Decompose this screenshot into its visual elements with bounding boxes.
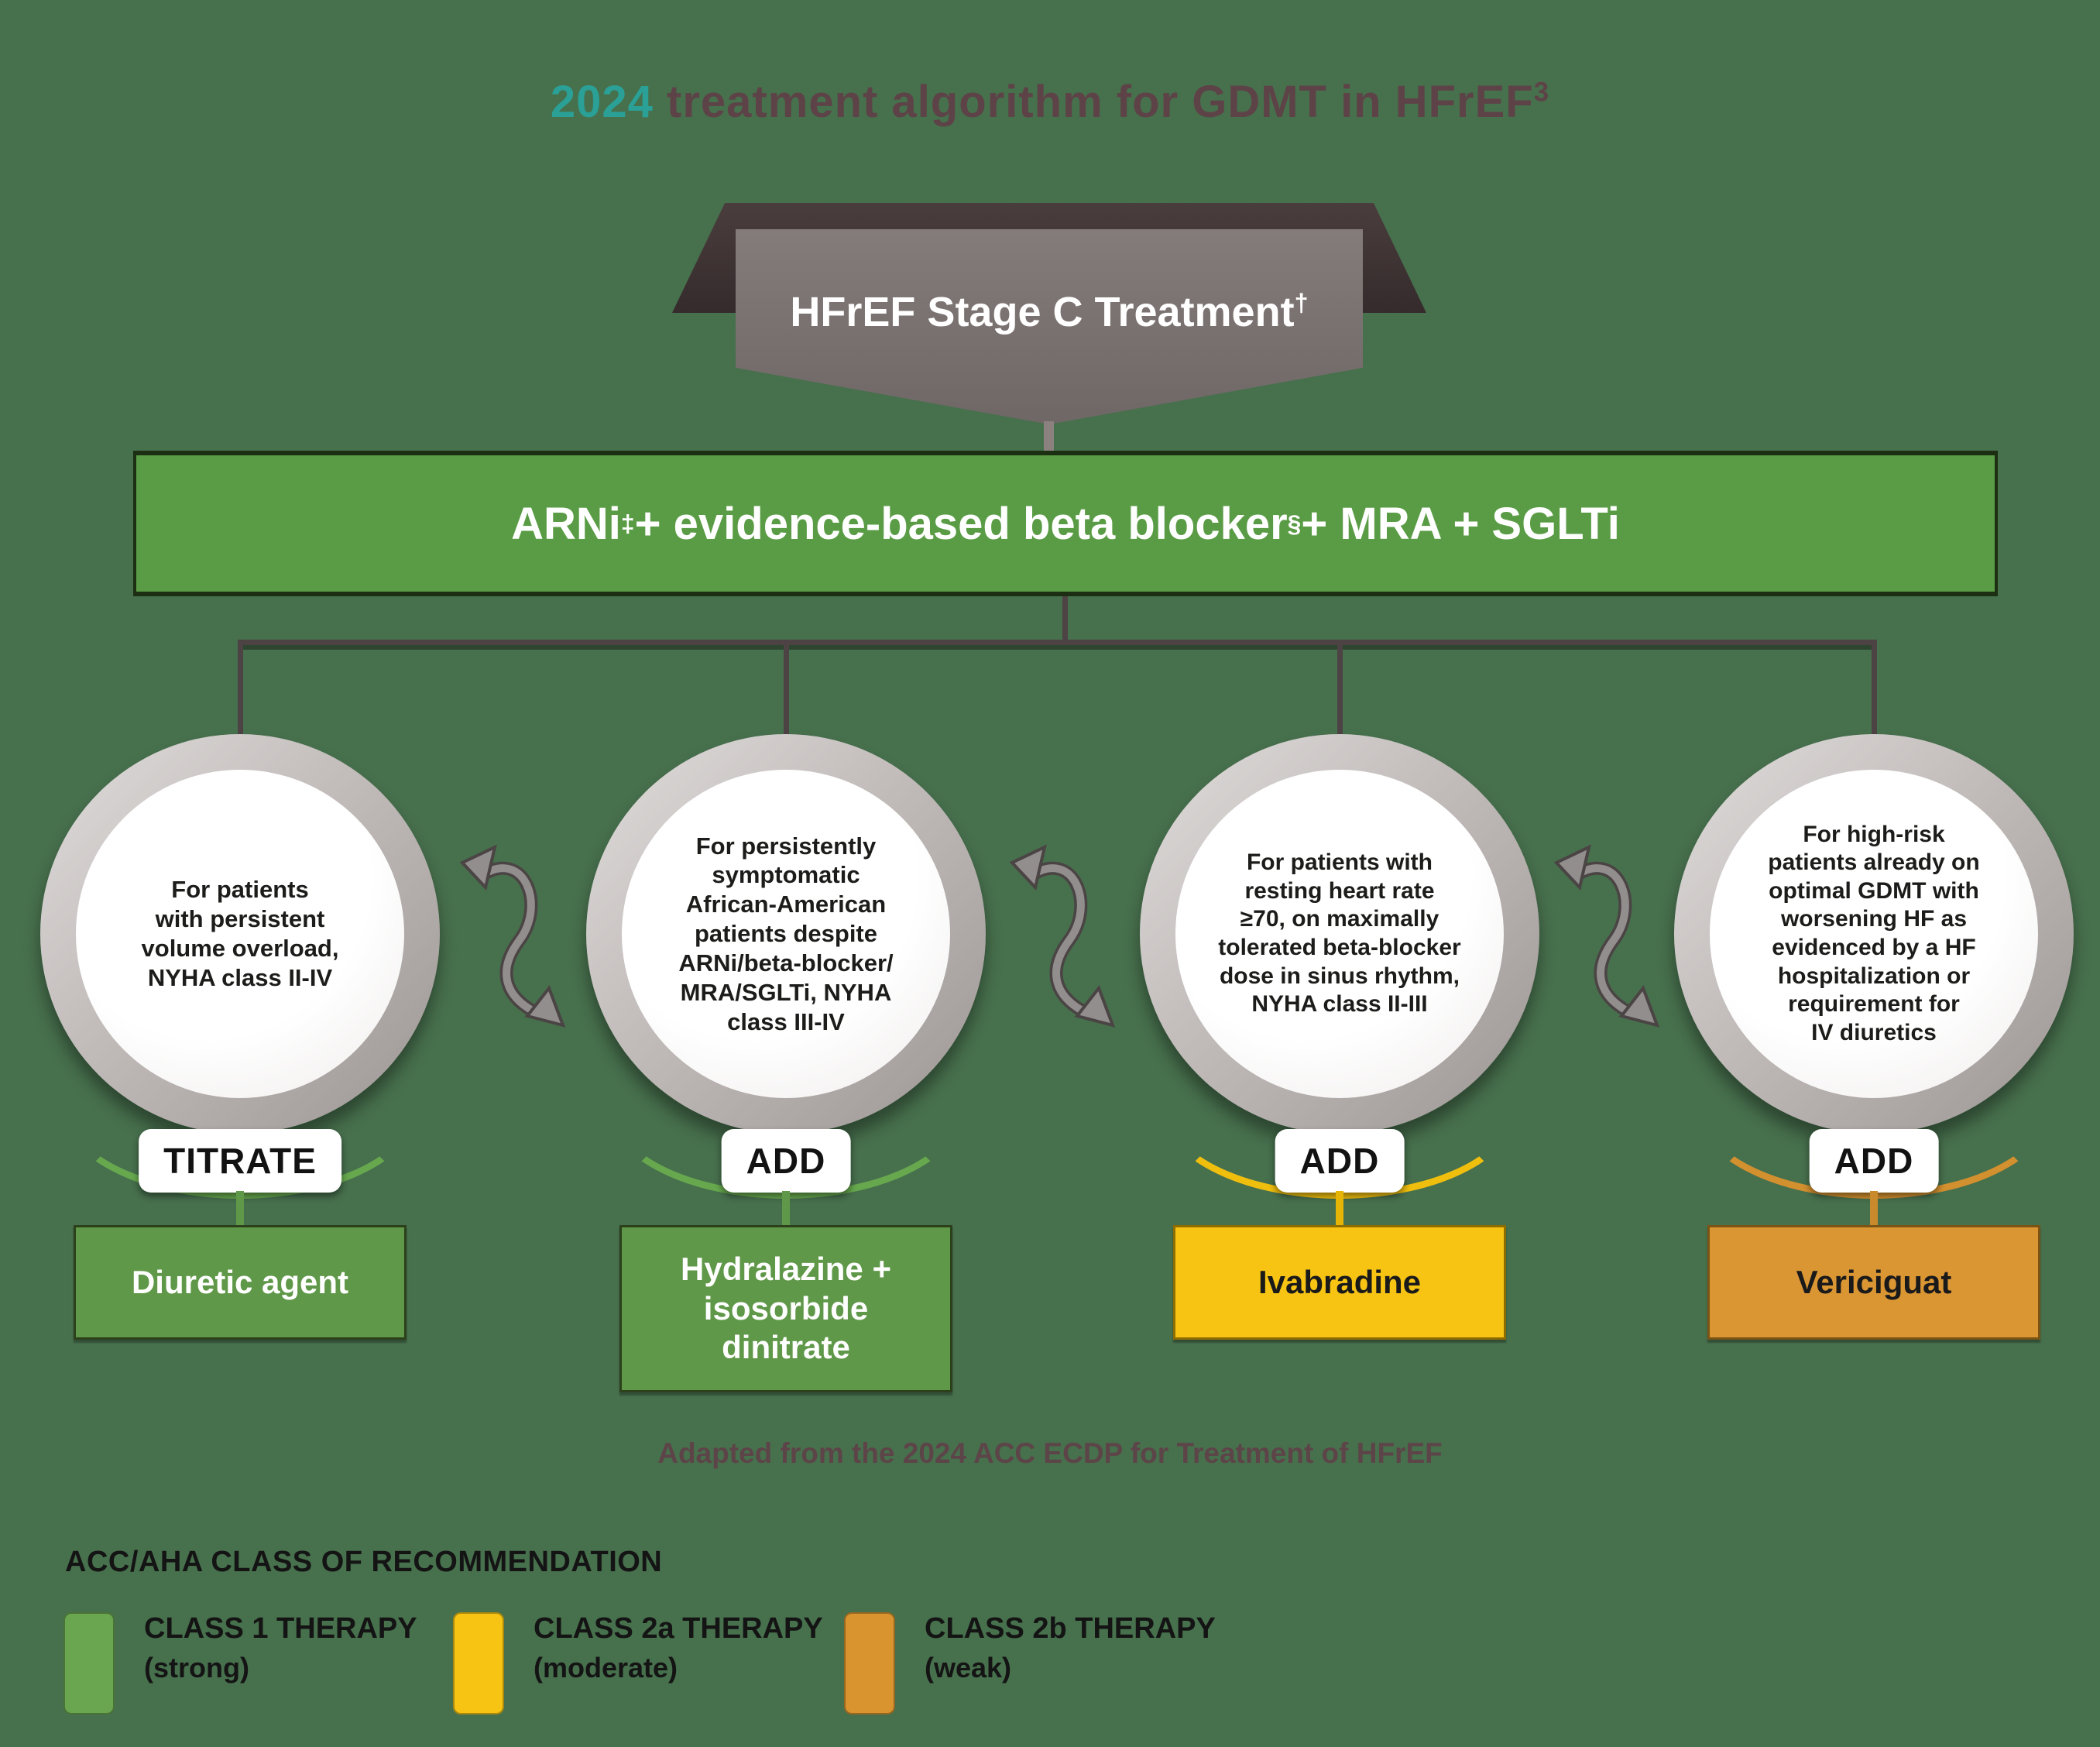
foundational-therapy-bar: ARNi‡ + evidence-based beta blocker§ + M… xyxy=(133,451,1998,596)
criteria-circle-face: For persistently symptomatic African-Ame… xyxy=(622,770,950,1098)
label-box-connector xyxy=(1336,1191,1343,1227)
criteria-circle: For high-risk patients already on optima… xyxy=(1674,734,2074,1134)
criteria-circle-face: For patients with resting heart rate ≥70… xyxy=(1175,770,1504,1098)
label-box-connector xyxy=(1870,1191,1878,1227)
class1-swatch xyxy=(63,1612,115,1714)
action-label-add: ADD xyxy=(721,1129,851,1193)
swap-arrow-icon xyxy=(1009,844,1116,1028)
tree-drop-line-1 xyxy=(238,640,243,739)
criteria-circle: For patients with persistent volume over… xyxy=(40,734,440,1134)
tree-drop-line-3 xyxy=(1337,640,1343,739)
legend-label: CLASS 2b THERAPY xyxy=(925,1612,1216,1645)
legend-item-class2a: CLASS 2a THERAPY (moderate) xyxy=(453,1612,823,1714)
action-label-add: ADD xyxy=(1275,1129,1405,1193)
action-label-add: ADD xyxy=(1809,1129,1939,1193)
tree-drop-line-2 xyxy=(784,640,789,739)
swap-arrow-icon xyxy=(1553,844,1660,1028)
criteria-text: For patients with resting heart rate ≥70… xyxy=(1218,849,1461,1018)
class2b-swatch xyxy=(844,1612,895,1714)
therapy-bar-text3: + MRA + SGLTi xyxy=(1301,498,1620,549)
criteria-text: For patients with persistent volume over… xyxy=(141,876,339,991)
legend-label: CLASS 1 THERAPY xyxy=(144,1612,417,1645)
therapy-bar-sup1: ‡ xyxy=(620,509,635,537)
banner-text: HFrEF Stage C Treatment xyxy=(790,289,1295,335)
swap-arrow-icon xyxy=(459,844,566,1028)
tree-horizontal-line xyxy=(240,640,1877,645)
legend-sublabel: (weak) xyxy=(925,1652,1012,1684)
label-box-connector xyxy=(782,1191,790,1227)
legend-sublabel: (moderate) xyxy=(534,1652,678,1684)
therapy-box-diuretic: Diuretic agent xyxy=(74,1225,407,1340)
therapy-bar-sup2: § xyxy=(1287,509,1302,537)
therapy-box-hydralazine: Hydralazine + isosorbide dinitrate xyxy=(619,1225,952,1392)
criteria-circle-face: For patients with persistent volume over… xyxy=(76,770,404,1098)
criteria-circle: For persistently symptomatic African-Ame… xyxy=(586,734,986,1134)
criteria-text: For high-risk patients already on optima… xyxy=(1768,821,1980,1045)
legend-label: CLASS 2a THERAPY xyxy=(534,1612,823,1645)
label-box-connector xyxy=(236,1191,244,1227)
therapy-bar-text2: + evidence-based beta blocker xyxy=(634,498,1288,549)
banner-connector-line xyxy=(1044,421,1054,455)
therapy-bar-text: ARNi xyxy=(511,498,621,549)
legend-item-class2b: CLASS 2b THERAPY (weak) xyxy=(844,1612,1216,1714)
banner-title: HFrEF Stage C Treatment† xyxy=(736,288,1363,336)
page-title: 2024 treatment algorithm for GDMT in HFr… xyxy=(0,76,2100,128)
therapy-box-ivabradine: Ivabradine xyxy=(1173,1225,1506,1340)
title-superscript: 3 xyxy=(1533,77,1550,108)
legend-item-class1: CLASS 1 THERAPY (strong) xyxy=(63,1612,417,1714)
class2a-swatch xyxy=(453,1612,504,1714)
source-attribution: Adapted from the 2024 ACC ECDP for Treat… xyxy=(657,1437,1443,1469)
criteria-circle: For patients with resting heart rate ≥70… xyxy=(1140,734,1539,1134)
tree-stem-line xyxy=(1062,596,1068,641)
tree-drop-line-4 xyxy=(1872,640,1877,739)
banner-superscript: † xyxy=(1294,289,1309,317)
legend-title: ACC/AHA CLASS OF RECOMMENDATION xyxy=(65,1546,663,1578)
criteria-circle-face: For high-risk patients already on optima… xyxy=(1710,770,2038,1098)
legend-sublabel: (strong) xyxy=(144,1652,249,1684)
therapy-box-vericiguat: Vericiguat xyxy=(1707,1225,2040,1340)
title-text: treatment algorithm for GDMT in HFrEF xyxy=(653,77,1534,127)
criteria-text: For persistently symptomatic African-Ame… xyxy=(678,832,894,1035)
action-label-titrate: TITRATE xyxy=(139,1129,341,1193)
title-year: 2024 xyxy=(550,77,654,127)
